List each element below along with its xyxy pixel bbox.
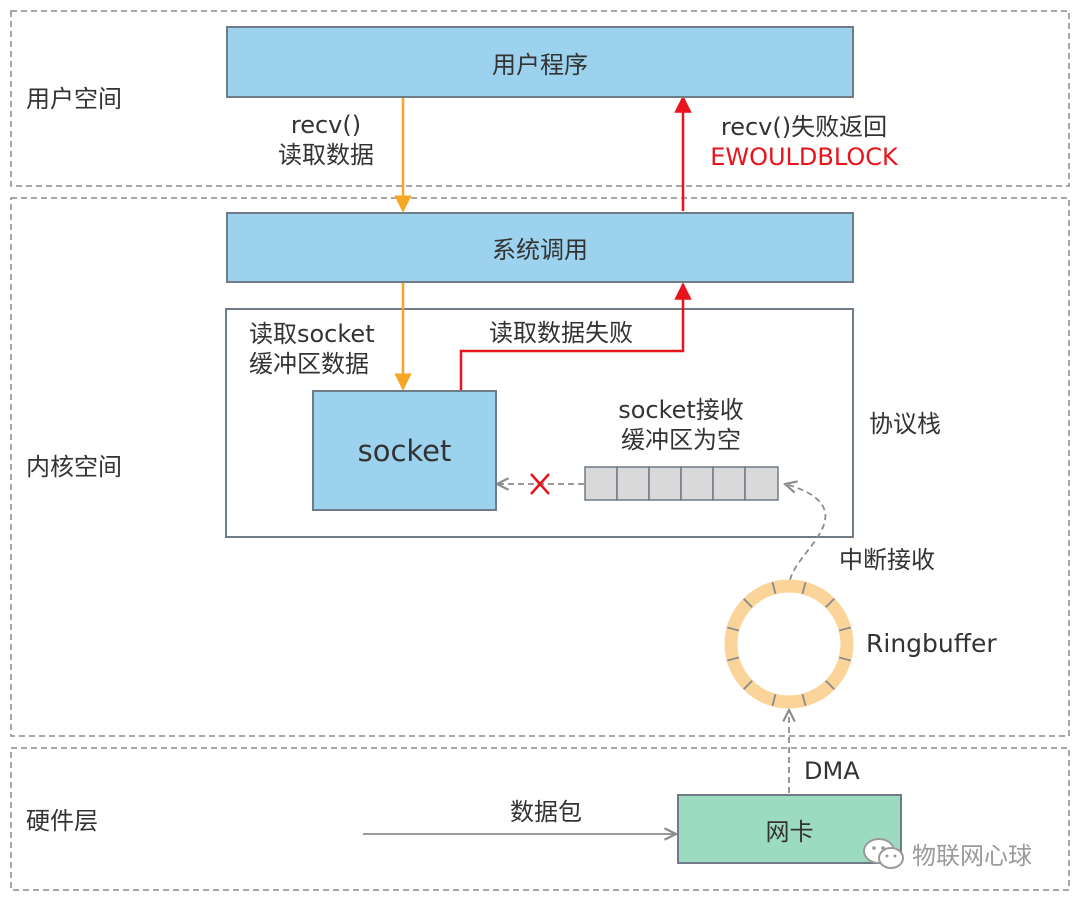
ringbuffer-slot-tick: [726, 626, 740, 632]
read-socket-label-line1: 读取socket: [249, 320, 375, 348]
socket-label: socket: [357, 433, 452, 468]
recv-label-line2: 读取数据: [278, 141, 374, 169]
read-socket-label: 读取socket 缓冲区数据: [249, 319, 375, 379]
socket-box: socket: [312, 390, 497, 511]
buffer-empty-label-line1: socket接收: [618, 396, 744, 424]
ringbuffer-label: Ringbuffer: [866, 629, 997, 658]
ringbuffer-slot-tick: [825, 598, 835, 608]
recv-fail-label-line1: recv()失败返回: [720, 113, 888, 141]
read-fail-arrow: [459, 282, 692, 391]
ringbuffer-slot-tick: [825, 680, 835, 690]
watermark-text: 物联网心球: [912, 842, 1032, 870]
dma-label: DMA: [804, 757, 860, 785]
ringbuffer-slot-tick: [801, 693, 807, 707]
kernel-space-region: [10, 197, 1070, 737]
ewouldblock-label: EWOULDBLOCK: [710, 143, 898, 171]
syscall-label: 系统调用: [492, 236, 588, 264]
packet-label: 数据包: [510, 798, 582, 826]
watermark: 物联网心球: [862, 836, 1032, 871]
recv-fail-label: recv()失败返回 EWOULDBLOCK: [696, 112, 912, 172]
syscall-box: 系统调用: [226, 212, 854, 283]
kernel-space-label: 内核空间: [26, 453, 122, 481]
ringbuffer-slot-tick: [771, 693, 777, 707]
user-space-region: [10, 10, 1070, 187]
ringbuffer-slot-tick: [743, 598, 753, 608]
user-program-label: 用户程序: [492, 50, 588, 79]
read-socket-label-line2: 缓冲区数据: [249, 350, 369, 378]
interrupt-receive-dashed-arrow: [785, 484, 827, 581]
blocked-x-icon: [530, 473, 550, 495]
protocol-stack-label: 协议栈: [869, 410, 941, 438]
read-fail-label: 读取数据失败: [489, 319, 633, 347]
ringbuffer-slot-tick: [771, 581, 777, 595]
user-program-box: 用户程序: [226, 26, 854, 98]
hardware-layer-label: 硬件层: [26, 807, 98, 835]
ringbuffer-slot-tick: [838, 626, 852, 632]
ringbuffer-slot-tick: [801, 581, 807, 595]
user-space-label: 用户空间: [26, 85, 122, 113]
recv-label-line1: recv(): [290, 111, 362, 139]
buffer-empty-label: socket接收 缓冲区为空: [596, 395, 766, 455]
wechat-icon: [863, 837, 904, 869]
recv-label: recv() 读取数据: [266, 110, 386, 170]
buffer-empty-label-line2: 缓冲区为空: [621, 426, 741, 454]
ringbuffer-slot-tick: [726, 656, 740, 662]
ringbuffer-ring: [724, 579, 854, 709]
ringbuffer-slot-tick: [743, 680, 753, 690]
interrupt-receive-label: 中断接收: [839, 546, 935, 574]
nic-label: 网卡: [765, 817, 814, 846]
protocol-stack-box: [225, 308, 854, 538]
socket-receive-buffer: [584, 466, 779, 501]
ringbuffer-slot-tick: [838, 656, 852, 662]
